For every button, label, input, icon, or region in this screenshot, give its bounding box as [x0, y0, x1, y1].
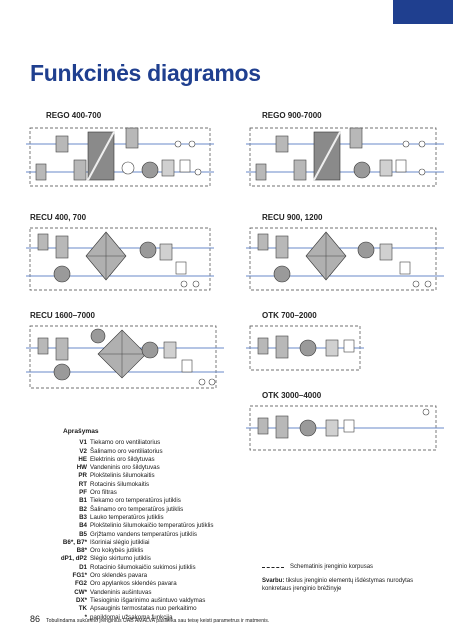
- diagram-label-recu-large: RECU 1600–7000: [30, 311, 95, 320]
- diagram-label-rego-large: REGO 900-7000: [262, 111, 322, 120]
- page-title: Funkcinės diagramos: [30, 60, 261, 86]
- legend-description: Vandeninis oro šildytuvas: [90, 464, 160, 472]
- legend-description: Vandeninis aušintuvas: [90, 588, 152, 596]
- page-number: 86: [30, 614, 41, 624]
- legend-description: Rotacinis šilumokaitis: [90, 480, 150, 488]
- diagram-label-rego-small: REGO 400-700: [46, 111, 102, 120]
- legend-code: V1: [79, 439, 87, 447]
- legend-item: B8*Oro kokybės jutiklis: [52, 547, 213, 555]
- legend-code: dP1, dP2: [60, 555, 87, 563]
- legend-code: B6*, B7*: [62, 538, 87, 546]
- legend-description: Lauko temperatūros jutiklis: [90, 513, 164, 521]
- legend-code: B5: [79, 530, 87, 538]
- legend-code: D1: [79, 563, 87, 571]
- diagram-recu-1600-7000: [26, 325, 224, 389]
- footer-note: Tobulindama sukūrimo įrenginius UAB AMAL…: [46, 618, 270, 624]
- legend-code: B2: [79, 505, 87, 513]
- diagram-label-otk-small: OTK 700–2000: [262, 311, 317, 320]
- diagram-otk-700-2000: [246, 325, 364, 371]
- housing-note-text: Schematinis įrenginio korpusas: [290, 564, 374, 570]
- legend-description: Grįžtamo vandens temperatūros jutiklis: [90, 530, 197, 538]
- legend-code: *: [84, 613, 87, 621]
- legend-code: B1: [79, 497, 87, 505]
- diagram-rego-900-7000: [246, 127, 444, 187]
- diagram-label-otk-large: OTK 3000–4000: [262, 391, 322, 400]
- legend-description: Šalinamo oro temperatūros jutiklis: [90, 505, 184, 513]
- legend-description: Oro apylankos sklendės pavara: [90, 580, 177, 588]
- legend-code: B8*: [76, 547, 87, 555]
- diagram-recu-900-1200: [246, 227, 444, 291]
- legend-code: DX*: [75, 596, 87, 604]
- legend-code: PF: [79, 489, 87, 497]
- corner-tab: [393, 0, 453, 24]
- legend-item: *papildomai užsakoma funkcija: [52, 614, 213, 622]
- dashed-line-symbol: [262, 566, 284, 568]
- legend-description: Plokštelinis šilumokaitis: [90, 472, 155, 480]
- legend-description: Tiesioginio išgarinimo aušintuvo valdyma…: [90, 596, 206, 604]
- legend-description: papildomai užsakoma funkcija: [90, 613, 173, 621]
- legend-code: HE: [78, 455, 87, 463]
- legend-code: HW: [76, 464, 87, 472]
- legend-code: RT: [78, 480, 87, 488]
- diagram-recu-400-700: [26, 227, 214, 291]
- legend-code: V2: [79, 447, 87, 455]
- legend-description: Oro sklendės pavara: [90, 572, 148, 580]
- legend-description: Apsauginis termostatas nuo perkaitimo: [90, 605, 197, 613]
- diagram-rego-400-700: [26, 127, 214, 187]
- warning-label: Svarbu:: [262, 578, 285, 584]
- warning-text: tikslus įrenginio elementų išdėstymas nu…: [262, 578, 414, 592]
- diagram-label-recu-small: RECU 400, 700: [30, 213, 87, 222]
- legend-description: Šalinamo oro ventiliatorius: [90, 447, 163, 455]
- legend-description: Elektrinis oro šildytuvas: [90, 455, 155, 463]
- legend-code: B3: [79, 513, 87, 521]
- legend-code: CW*: [74, 588, 87, 596]
- legend-item: DX*Tiesioginio išgarinimo aušintuvo vald…: [52, 597, 213, 605]
- legend-description: Plokštelinio šilumokaičio temperatūros j…: [90, 522, 214, 530]
- legend-description: Oro kokybės jutiklis: [90, 547, 144, 555]
- legend-code: TK: [78, 605, 87, 613]
- legend-description: Išoriniai slėgio jutikliai: [90, 538, 150, 546]
- legend-description: Oro filtras: [90, 489, 117, 497]
- legend-item: CW*Vandeninis aušintuvas: [52, 589, 213, 597]
- warning-note: Svarbu: tikslus įrenginio elementų išdės…: [262, 578, 442, 593]
- legend-description: Tiekamo oro temperatūros jutiklis: [90, 497, 181, 505]
- legend-code: B4: [79, 522, 87, 530]
- legend-code: FG2: [74, 580, 87, 588]
- legend-code: FG1*: [72, 572, 87, 580]
- legend-heading: Aprašymas: [63, 428, 99, 435]
- diagram-otk-3000-4000: [246, 405, 444, 451]
- page-footer: 86 Tobulindama sukūrimo įrenginius UAB A…: [30, 614, 269, 624]
- legend-item: FG1*Oro sklendės pavara: [52, 572, 213, 580]
- diagram-label-recu-medium: RECU 900, 1200: [262, 213, 323, 222]
- housing-note: Schematinis įrenginio korpusas: [262, 564, 373, 570]
- legend-code: PR: [78, 472, 87, 480]
- legend-description: Tiekamo oro ventiliatorius: [90, 439, 161, 447]
- legend-description: Slėgio skirtumo jutiklis: [90, 555, 151, 563]
- legend-item: B6*, B7*Išoriniai slėgio jutikliai: [52, 539, 213, 547]
- legend-description: Rotacinio šilumokaičio sukimosi jutiklis: [90, 563, 196, 571]
